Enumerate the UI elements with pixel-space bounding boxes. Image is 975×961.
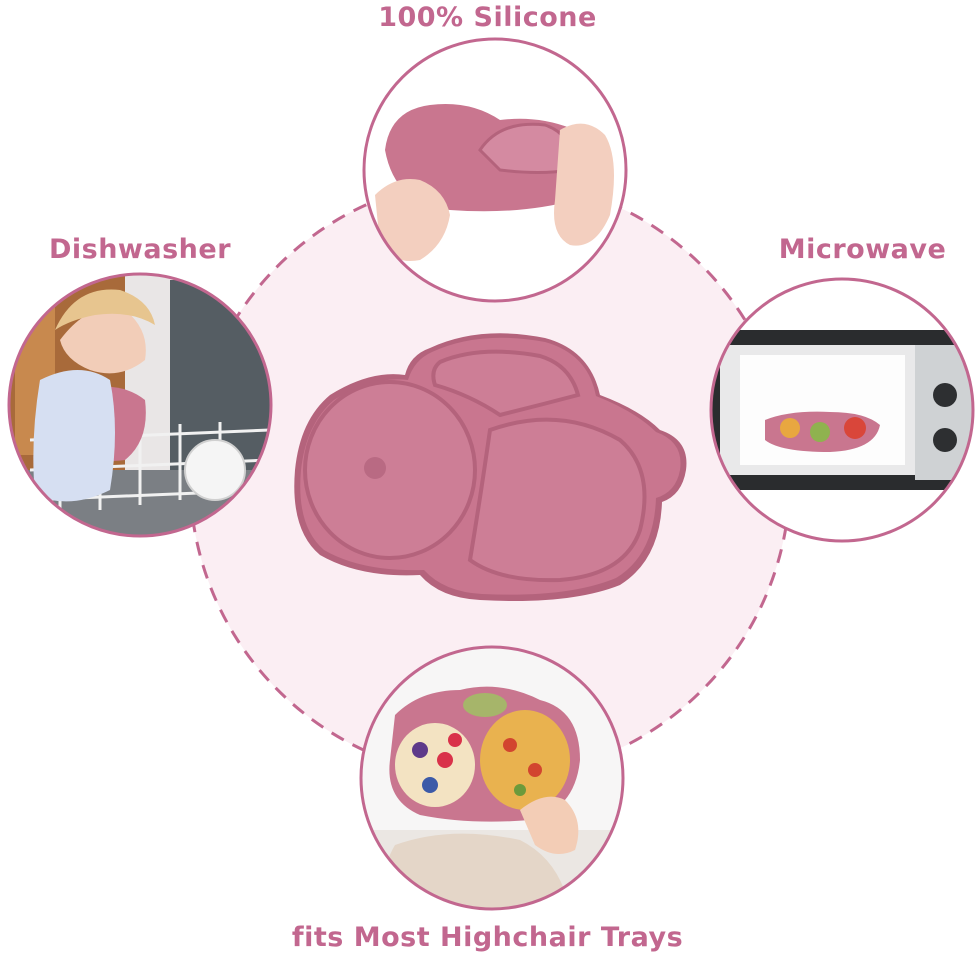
toddler-dress: [33, 370, 116, 502]
label-dishwasher: Dishwasher: [48, 234, 232, 265]
label-microwave: Microwave: [778, 234, 947, 265]
plate-right-compartment: [467, 417, 647, 583]
toddler-head: [60, 308, 146, 374]
left-hand: [375, 179, 450, 261]
right-hand: [554, 123, 614, 246]
baby-hand: [520, 796, 579, 854]
label-highchair-trays: fits Most Highchair Trays: [291, 922, 684, 953]
plate-left-compartment: [303, 380, 477, 560]
bunny-plate: [294, 333, 687, 601]
photo-silicone: [362, 37, 628, 303]
plate-top-compartment: [431, 349, 581, 418]
plate-eye: [364, 457, 386, 479]
photo-microwave: [709, 277, 975, 543]
photo-highchair: [359, 645, 625, 911]
label-silicone: 100% Silicone: [378, 2, 597, 33]
